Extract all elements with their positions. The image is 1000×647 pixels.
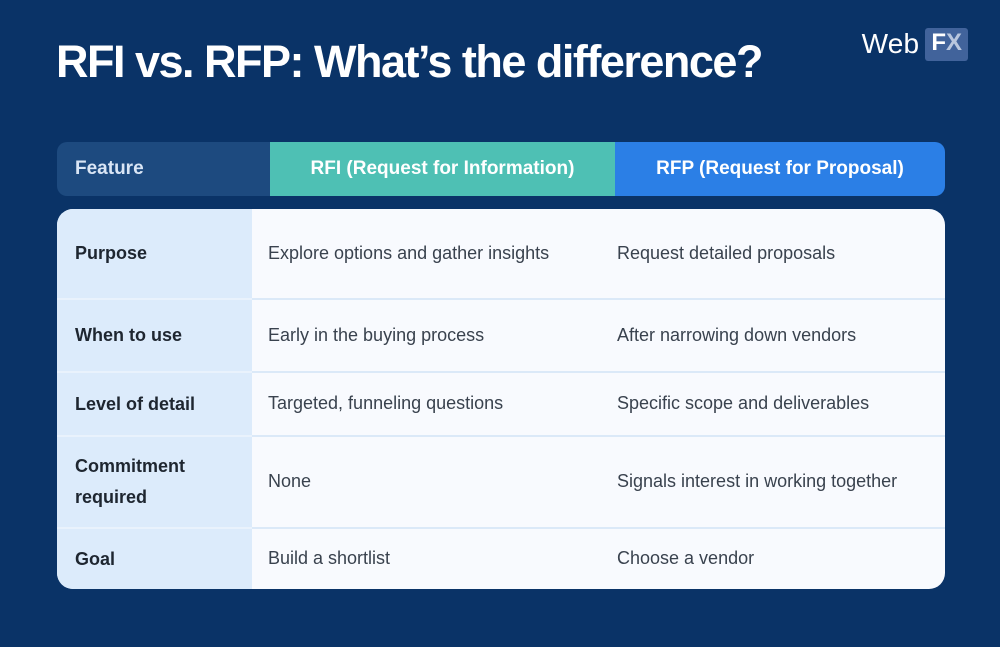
table-row-commitment-required: Commitment required None Signals interes… — [57, 435, 945, 527]
row-label: Goal — [57, 527, 252, 589]
rfp-cell: Request detailed proposals — [617, 242, 836, 263]
column-header-rfi: RFI (Request for Information) — [270, 142, 615, 196]
table-row-goal: Goal Build a shortlist Choose a vendor — [57, 527, 945, 589]
row-label: Level of detail — [57, 371, 252, 435]
rfp-cell: After narrowing down vendors — [597, 298, 945, 371]
table-row-purpose: Purpose Explore options and gather insig… — [57, 209, 945, 298]
table-header-row: Feature RFI (Request for Information) RF… — [57, 142, 945, 196]
table-row-when-to-use: When to use Early in the buying process … — [57, 298, 945, 371]
rfi-cell: None — [252, 435, 597, 527]
logo-web-text: Web — [861, 28, 920, 60]
rfp-cell: Signals interest in working together — [597, 435, 945, 527]
table-row-level-of-detail: Level of detail Targeted, funneling ques… — [57, 371, 945, 435]
row-label: When to use — [57, 298, 252, 371]
column-header-feature: Feature — [57, 142, 270, 196]
rfp-cell: Specific scope and deliverables — [597, 371, 945, 435]
rfp-cell: Choose a vendor — [597, 527, 945, 589]
column-header-rfp: RFP (Request for Proposal) — [615, 142, 945, 196]
rfi-cell: Targeted, funneling questions — [252, 371, 597, 435]
rfi-cell: Build a shortlist — [252, 527, 597, 589]
row-label: Purpose — [57, 209, 252, 298]
page-title: RFI vs. RFP: What’s the difference? — [56, 36, 763, 87]
rfi-cell: Explore options and gather insights — [268, 242, 550, 263]
comparison-table-body: Purpose Explore options and gather insig… — [57, 209, 945, 589]
rfi-cell: Early in the buying process — [252, 298, 597, 371]
logo-fx-letter-x: X — [945, 29, 962, 56]
logo-fx-letter-f: F — [931, 29, 946, 56]
row-label: Commitment required — [57, 435, 252, 527]
